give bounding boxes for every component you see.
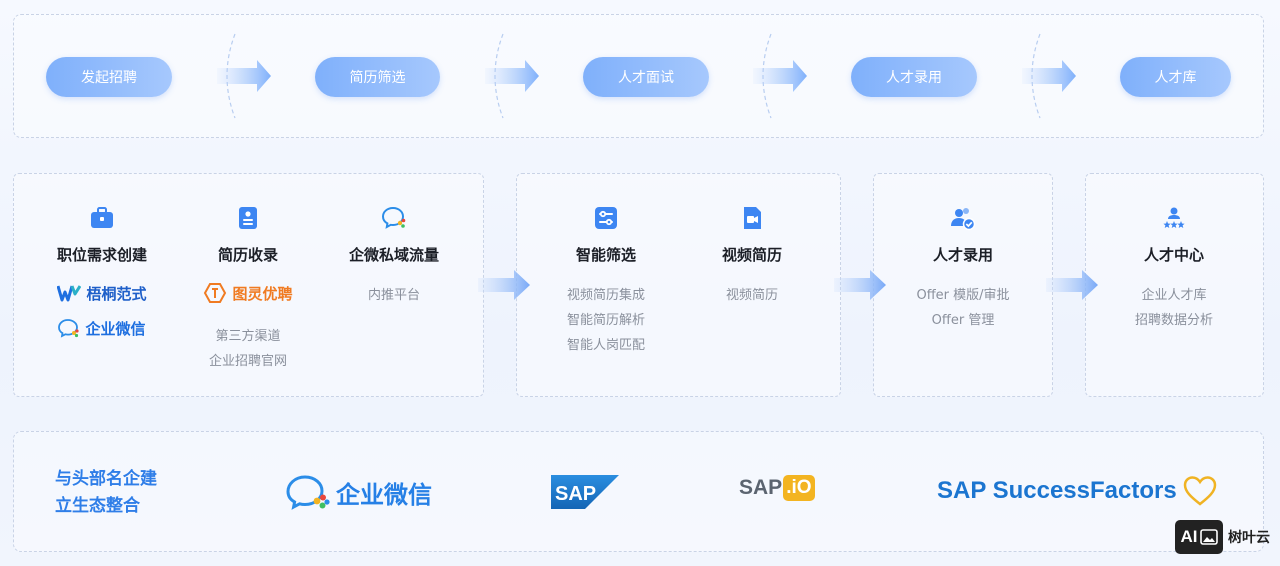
step-interview: 人才面试 bbox=[583, 57, 709, 97]
wecom-partner-logo: 企业微信 bbox=[286, 474, 432, 510]
image-icon bbox=[1199, 529, 1218, 545]
module-desc: 企业人才库 bbox=[1141, 288, 1207, 303]
wecom-partner-text: 企业微信 bbox=[336, 480, 432, 509]
resume-intake-column: 简历收录 图灵优聘 第三方渠道 企业招聘官网 bbox=[168, 205, 328, 374]
module-desc: 招聘数据分析 bbox=[1134, 313, 1213, 328]
flow-arrow-icon bbox=[753, 33, 807, 119]
smart-screening-column: 智能筛选 视频简历集成 智能简历解析 智能人岗匹配 bbox=[526, 205, 686, 358]
module-desc: 内推平台 bbox=[367, 288, 420, 303]
module-desc: 视频简历集成 bbox=[566, 288, 645, 303]
module-desc: 智能人岗匹配 bbox=[566, 338, 645, 353]
talent-hiring-column: 人才录用 Offer 模版/审批 Offer 管理 bbox=[883, 205, 1043, 333]
module-desc: 视频简历 bbox=[725, 288, 778, 303]
sap-io-text: SAP bbox=[739, 476, 783, 499]
heart-icon bbox=[1183, 476, 1216, 506]
module-title: 职位需求创建 bbox=[56, 246, 147, 264]
wutong-logo: 梧桐范式 bbox=[22, 280, 182, 306]
briefcase-icon bbox=[91, 207, 113, 228]
module-desc: Offer 模版/审批 bbox=[916, 288, 1010, 303]
tuling-logo-icon bbox=[204, 283, 227, 303]
wecom-logo-icon bbox=[286, 475, 330, 510]
module-title: 视频简历 bbox=[721, 246, 782, 264]
wutong-logo-icon bbox=[57, 285, 82, 302]
successfactors-logo: SAP SuccessFactors bbox=[937, 475, 1217, 507]
step-start-recruitment: 发起招聘 bbox=[46, 57, 172, 97]
ecosystem-panel bbox=[13, 431, 1264, 552]
module-title: 智能筛选 bbox=[575, 246, 636, 264]
tuling-logo-text: 图灵优聘 bbox=[232, 284, 293, 303]
module-desc: Offer 管理 bbox=[931, 313, 995, 328]
flow-arrow-icon bbox=[217, 33, 271, 119]
team-star-icon bbox=[1163, 207, 1185, 228]
module-desc: 企业招聘官网 bbox=[208, 354, 287, 369]
module-title: 简历收录 bbox=[217, 246, 278, 264]
sap-io-logo: SAP .iO bbox=[739, 475, 815, 501]
ecosystem-title-line: 立生态整合 bbox=[55, 496, 140, 516]
module-desc: 第三方渠道 bbox=[215, 329, 281, 344]
sap-logo: SAP bbox=[551, 475, 619, 509]
module-title: 企微私域流量 bbox=[348, 246, 439, 264]
watermark-ai-text: AI bbox=[1180, 527, 1198, 546]
tuling-logo: 图灵优聘 bbox=[168, 280, 328, 306]
video-resume-column: 视频简历 视频简历 bbox=[672, 205, 832, 308]
step-talent-pool: 人才库 bbox=[1120, 57, 1231, 97]
sap-io-badge: .iO bbox=[783, 475, 815, 501]
filter-sliders-icon bbox=[595, 207, 617, 229]
module-arrow-icon bbox=[834, 270, 886, 300]
video-document-icon bbox=[744, 207, 761, 229]
step-hiring: 人才录用 bbox=[851, 57, 977, 97]
wutong-logo-text: 梧桐范式 bbox=[86, 284, 147, 303]
ecosystem-title-line: 与头部名企建 bbox=[55, 469, 157, 489]
module-arrow-icon bbox=[478, 270, 530, 300]
watermark-logo: AI bbox=[1175, 520, 1223, 554]
wecom-logo-icon bbox=[58, 319, 80, 338]
document-icon bbox=[239, 207, 257, 229]
flow-arrow-icon bbox=[485, 33, 539, 119]
module-desc: 智能简历解析 bbox=[566, 313, 645, 328]
screening-module-box bbox=[516, 173, 841, 397]
wecom-logo-text: 企业微信 bbox=[85, 319, 146, 338]
user-check-icon bbox=[951, 208, 976, 231]
watermark-text: 树叶云 bbox=[1228, 530, 1270, 546]
flow-arrow-icon bbox=[1022, 33, 1076, 119]
watermark: AI 树叶云 bbox=[1175, 520, 1270, 554]
step-resume-screening: 简历筛选 bbox=[315, 57, 440, 97]
talent-center-column: 人才中心 企业人才库 招聘数据分析 bbox=[1094, 205, 1254, 333]
job-creation-column: 职位需求创建 梧桐范式 企业微信 bbox=[22, 205, 182, 341]
successfactors-text: SAP SuccessFactors bbox=[937, 477, 1177, 504]
module-title: 人才录用 bbox=[932, 246, 993, 264]
module-arrow-icon bbox=[1046, 270, 1098, 300]
hiring-module-box bbox=[873, 173, 1053, 397]
wecom-traffic-column: 企微私域流量 内推平台 bbox=[314, 205, 474, 308]
module-title: 人才中心 bbox=[1143, 246, 1204, 264]
wecom-small-logo: 企业微信 bbox=[22, 315, 182, 341]
sap-logo-text: SAP bbox=[555, 483, 596, 505]
ecosystem-title: 与头部名企建 立生态整合 bbox=[55, 466, 157, 520]
chat-bubble-icon bbox=[381, 206, 406, 229]
